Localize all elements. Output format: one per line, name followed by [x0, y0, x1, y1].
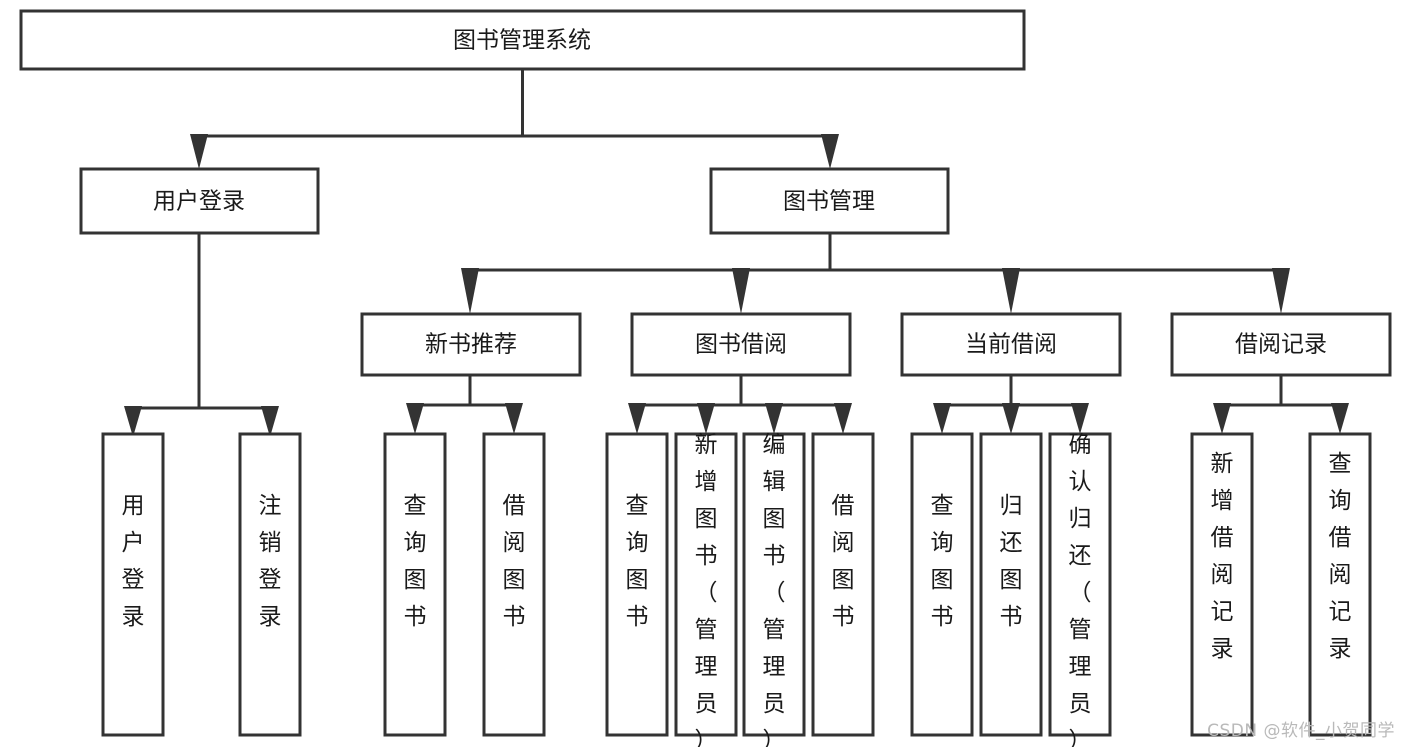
node-leaf-bb-borrow-book-box[interactable] [811, 432, 875, 737]
node-leaf-cb-return-book-label: 归还图书 [1000, 493, 1023, 630]
node-leaf-nb-query-book[interactable]: 查询图书 [383, 432, 447, 737]
node-leaf-nb-query-book-label: 查询图书 [404, 493, 427, 630]
node-borrow-record-box[interactable] [1170, 312, 1392, 377]
node-leaf-bb-edit-book-label: 编辑图书（管理员） [763, 432, 786, 747]
node-user-login-box[interactable] [79, 167, 320, 235]
arrow-cb-leaf-2 [1071, 403, 1089, 434]
node-leaf-bb-borrow-book-label: 借阅图书 [832, 493, 855, 630]
node-book-borrow-label: 图书借阅 [695, 332, 787, 358]
arrow-to-user-login [190, 134, 208, 169]
node-leaf-user-login[interactable]: 用户登录 [101, 432, 165, 737]
node-leaf-bb-borrow-book[interactable]: 借阅图书 [811, 432, 875, 737]
arrow-to-book-manage [821, 134, 839, 169]
node-book-borrow-box[interactable] [630, 312, 852, 377]
node-leaf-cb-query-book[interactable]: 查询图书 [910, 432, 974, 737]
node-leaf-bb-query-book-box[interactable] [605, 432, 669, 737]
node-leaf-cb-return-book[interactable]: 归还图书 [979, 432, 1043, 737]
node-new-book-recommend-box[interactable] [360, 312, 582, 377]
csdn-watermark: CSDN @软件_小贺同学 [1207, 721, 1395, 741]
node-leaf-user-login-label: 用户登录 [122, 493, 145, 630]
arrow-nb-leaf-1 [505, 403, 523, 434]
node-user-login[interactable]: 用户登录 [79, 167, 320, 235]
arrow-bb-leaf-1 [697, 403, 715, 434]
arrow-to-current-borrow [1002, 268, 1020, 314]
node-leaf-nb-borrow-book-box[interactable] [482, 432, 546, 737]
node-leaf-bb-edit-book-box[interactable] [742, 432, 806, 737]
node-borrow-record[interactable]: 借阅记录 [1170, 312, 1392, 377]
node-leaf-bb-add-book-box[interactable] [674, 432, 738, 737]
node-leaf-nb-borrow-book-label: 借阅图书 [503, 493, 526, 630]
node-leaf-br-query-record[interactable]: 查询借阅记录 [1308, 432, 1372, 737]
arrow-to-leaf-logout [261, 406, 279, 437]
node-leaf-cb-return-book-box[interactable] [979, 432, 1043, 737]
node-book-borrow[interactable]: 图书借阅 [630, 312, 852, 377]
node-leaf-nb-borrow-book[interactable]: 借阅图书 [482, 432, 546, 737]
node-new-book-recommend-label: 新书推荐 [425, 332, 517, 358]
node-user-login-label: 用户登录 [153, 189, 245, 215]
node-leaf-logout-box[interactable] [238, 432, 302, 737]
arrow-bb-leaf-2 [765, 403, 783, 434]
arrow-cb-leaf-1 [1002, 403, 1020, 434]
connector-layer [124, 69, 1349, 437]
node-root[interactable]: 图书管理系统 [19, 9, 1026, 71]
node-leaf-nb-query-book-box[interactable] [383, 432, 447, 737]
node-new-book-recommend[interactable]: 新书推荐 [360, 312, 582, 377]
node-leaf-cb-query-book-label: 查询图书 [931, 493, 954, 630]
node-leaf-bb-add-book-label: 新增图书（管理员） [695, 432, 718, 747]
arrow-to-book-borrow [732, 268, 750, 314]
arrow-nb-leaf-0 [406, 403, 424, 434]
arrow-cb-leaf-0 [933, 403, 951, 434]
node-leaf-bb-query-book[interactable]: 查询图书 [605, 432, 669, 737]
node-leaf-br-add-record-box[interactable] [1190, 432, 1254, 737]
node-current-borrow-box[interactable] [900, 312, 1122, 377]
node-leaf-bb-edit-book[interactable]: 编辑图书（管理员） [742, 432, 806, 747]
node-leaf-cb-confirm-return-label: 确认归还（管理员） [1069, 432, 1092, 747]
node-book-manage-box[interactable] [709, 167, 950, 235]
node-leaf-cb-query-book-box[interactable] [910, 432, 974, 737]
node-borrow-record-label: 借阅记录 [1235, 332, 1327, 358]
node-book-manage-label: 图书管理 [783, 189, 875, 215]
node-root-box[interactable] [19, 9, 1026, 71]
node-leaf-br-query-record-box[interactable] [1308, 432, 1372, 737]
node-leaf-bb-query-book-label: 查询图书 [626, 493, 649, 630]
node-leaf-br-add-record[interactable]: 新增借阅记录 [1190, 432, 1254, 737]
node-leaf-cb-confirm-return[interactable]: 确认归还（管理员） [1048, 432, 1112, 747]
arrow-br-leaf-1 [1331, 403, 1349, 434]
node-leaf-cb-confirm-return-box[interactable] [1048, 432, 1112, 737]
node-leaf-br-query-record-label: 查询借阅记录 [1329, 451, 1352, 662]
node-book-manage[interactable]: 图书管理 [709, 167, 950, 235]
arrow-to-leaf-user-login [124, 406, 142, 437]
node-current-borrow-label: 当前借阅 [965, 332, 1057, 358]
arrow-to-new-book [461, 268, 479, 314]
node-root-label: 图书管理系统 [453, 28, 591, 54]
arrow-bb-leaf-0 [628, 403, 646, 434]
node-leaf-logout-label: 注销登录 [259, 493, 282, 630]
node-leaf-user-login-box[interactable] [101, 432, 165, 737]
arrow-bb-leaf-3 [834, 403, 852, 434]
node-leaf-br-add-record-label: 新增借阅记录 [1211, 451, 1234, 662]
arrow-to-borrow-record [1272, 268, 1290, 314]
node-leaf-logout[interactable]: 注销登录 [238, 432, 302, 737]
arrow-br-leaf-0 [1213, 403, 1231, 434]
node-current-borrow[interactable]: 当前借阅 [900, 312, 1122, 377]
node-leaf-bb-add-book[interactable]: 新增图书（管理员） [674, 432, 738, 747]
